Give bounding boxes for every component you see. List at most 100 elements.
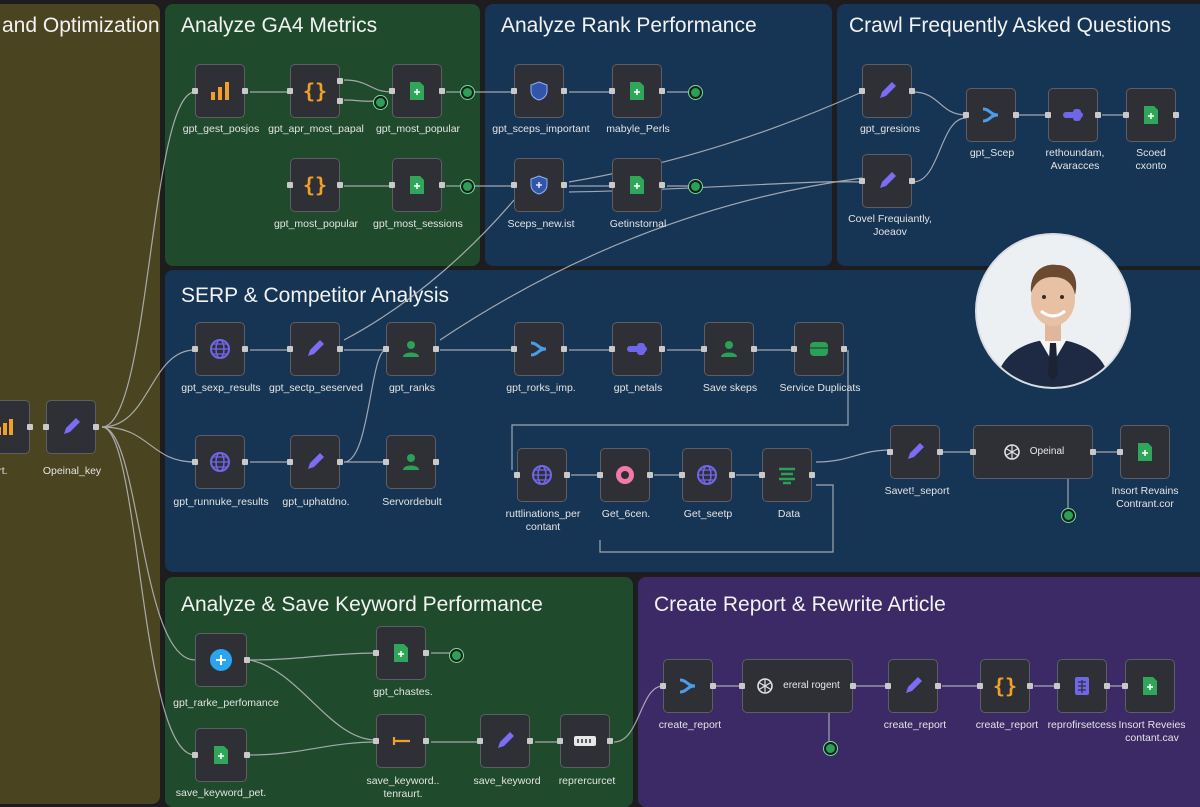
output-port[interactable] bbox=[242, 346, 248, 352]
input-port[interactable] bbox=[511, 346, 517, 352]
output-port[interactable] bbox=[809, 472, 815, 478]
node-save-keyword-pet[interactable] bbox=[192, 728, 250, 782]
output-port[interactable] bbox=[561, 88, 567, 94]
input-port[interactable] bbox=[373, 650, 379, 656]
output-port[interactable] bbox=[647, 472, 653, 478]
input-port[interactable] bbox=[701, 346, 707, 352]
input-port[interactable] bbox=[609, 182, 615, 188]
output-port[interactable] bbox=[659, 182, 665, 188]
input-port[interactable] bbox=[192, 459, 198, 465]
node-mabyle-perls[interactable] bbox=[609, 64, 665, 118]
output-port[interactable] bbox=[337, 346, 343, 352]
node-most-sessions[interactable] bbox=[389, 158, 445, 212]
input-port[interactable] bbox=[373, 738, 379, 744]
node-rarke-perfomance[interactable] bbox=[195, 633, 250, 687]
output-port[interactable] bbox=[1013, 112, 1019, 118]
input-port[interactable] bbox=[287, 88, 293, 94]
node-gpt-scep[interactable] bbox=[963, 88, 1019, 142]
input-port[interactable] bbox=[383, 346, 389, 352]
input-port[interactable] bbox=[970, 449, 976, 455]
output-port[interactable] bbox=[439, 88, 445, 94]
node-insort-revains[interactable] bbox=[1117, 425, 1170, 479]
node-get-seetp[interactable] bbox=[679, 448, 735, 502]
input-port[interactable] bbox=[887, 449, 893, 455]
input-port[interactable] bbox=[511, 182, 517, 188]
output-port[interactable] bbox=[909, 88, 915, 94]
node-scoed[interactable] bbox=[1123, 88, 1179, 142]
node-getinstornal[interactable] bbox=[609, 158, 665, 212]
node-save-keyword[interactable] bbox=[477, 714, 533, 768]
node-insort-reveies[interactable] bbox=[1122, 659, 1175, 713]
node-gpt-chastes[interactable] bbox=[373, 626, 429, 680]
input-port[interactable] bbox=[679, 472, 685, 478]
input-port[interactable] bbox=[477, 738, 483, 744]
endpoint-dot[interactable] bbox=[824, 742, 837, 755]
input-port[interactable] bbox=[660, 683, 666, 689]
input-port[interactable] bbox=[192, 88, 198, 94]
node-sceps-new-list[interactable] bbox=[511, 158, 567, 212]
node-rethoundam[interactable] bbox=[1045, 88, 1101, 142]
output-port[interactable] bbox=[1095, 112, 1101, 118]
node-create-report-1[interactable] bbox=[660, 659, 716, 713]
node-gpt-netals[interactable] bbox=[609, 322, 665, 376]
input-port[interactable] bbox=[1123, 112, 1129, 118]
output-port[interactable] bbox=[337, 459, 343, 465]
output-port[interactable] bbox=[659, 346, 665, 352]
endpoint-dot[interactable] bbox=[689, 86, 702, 99]
input-port[interactable] bbox=[1045, 112, 1051, 118]
node-sectp-seserved[interactable] bbox=[287, 322, 343, 376]
node-reprofirsetcess[interactable] bbox=[1054, 659, 1110, 713]
input-port[interactable] bbox=[514, 472, 520, 478]
input-port[interactable] bbox=[287, 346, 293, 352]
input-port[interactable] bbox=[885, 683, 891, 689]
input-port[interactable] bbox=[511, 88, 517, 94]
endpoint-dot[interactable] bbox=[689, 180, 702, 193]
input-port[interactable] bbox=[609, 88, 615, 94]
input-port[interactable] bbox=[1117, 449, 1123, 455]
node-apr-most-papal[interactable]: {} bbox=[287, 64, 343, 118]
input-port[interactable] bbox=[791, 346, 797, 352]
output-port[interactable] bbox=[1027, 683, 1033, 689]
endpoint-dot[interactable] bbox=[461, 180, 474, 193]
input-port[interactable] bbox=[389, 88, 395, 94]
output-port[interactable] bbox=[710, 683, 716, 689]
input-port[interactable] bbox=[597, 472, 603, 478]
output-port[interactable] bbox=[659, 88, 665, 94]
output-port[interactable] bbox=[850, 683, 856, 689]
output-port[interactable] bbox=[527, 738, 533, 744]
node-rorks-imp[interactable] bbox=[511, 322, 567, 376]
output-port[interactable] bbox=[1173, 112, 1179, 118]
node-runnuke-results[interactable] bbox=[192, 435, 248, 489]
output-port[interactable] bbox=[909, 178, 915, 184]
node-openai-key[interactable] bbox=[43, 400, 99, 454]
input-port[interactable] bbox=[557, 738, 563, 744]
output-port[interactable] bbox=[242, 459, 248, 465]
output-port[interactable] bbox=[729, 472, 735, 478]
node-gresions[interactable] bbox=[859, 64, 915, 118]
node-gpt-ranks[interactable] bbox=[383, 322, 439, 376]
output-port[interactable] bbox=[751, 346, 757, 352]
node-reprercurcet[interactable] bbox=[557, 714, 613, 768]
output-port[interactable] bbox=[935, 683, 941, 689]
node-most-popular-2[interactable]: {} bbox=[287, 158, 343, 212]
node-create-report-3[interactable]: {} bbox=[977, 659, 1033, 713]
input-port[interactable] bbox=[759, 472, 765, 478]
output-port[interactable] bbox=[93, 424, 99, 430]
node-uphatdno[interactable] bbox=[287, 435, 343, 489]
output-port[interactable] bbox=[937, 449, 943, 455]
output-port[interactable] bbox=[337, 98, 343, 105]
node-save-skeps[interactable] bbox=[701, 322, 757, 376]
output-port[interactable] bbox=[242, 88, 248, 94]
output-port[interactable] bbox=[1090, 449, 1096, 455]
input-port[interactable] bbox=[1122, 683, 1128, 689]
input-port[interactable] bbox=[383, 459, 389, 465]
output-port[interactable] bbox=[423, 738, 429, 744]
node-covel-frequiantly[interactable] bbox=[859, 154, 915, 208]
input-port[interactable] bbox=[859, 178, 865, 184]
node-ereral-rogent[interactable]: ereral rogent bbox=[739, 659, 856, 713]
input-port[interactable] bbox=[287, 459, 293, 465]
node-savet-seport[interactable] bbox=[887, 425, 943, 479]
output-port[interactable] bbox=[337, 182, 343, 188]
input-port[interactable] bbox=[609, 346, 615, 352]
node-servordebult[interactable] bbox=[383, 435, 439, 489]
